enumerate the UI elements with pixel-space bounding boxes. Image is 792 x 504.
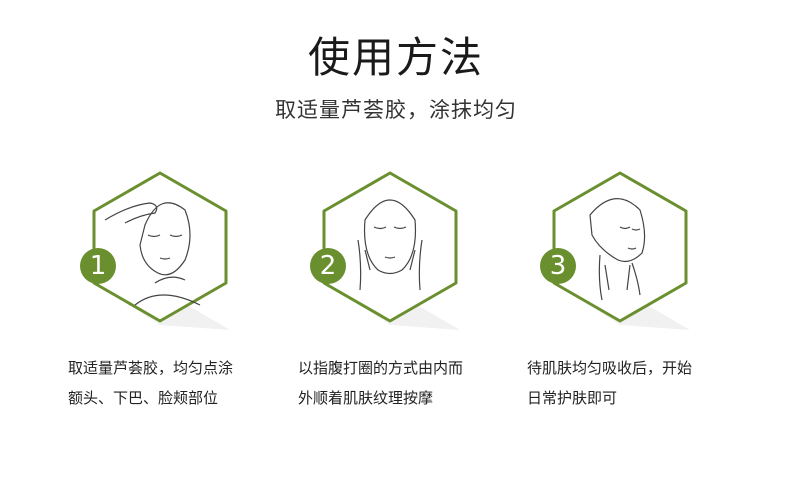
face-sketch-icon	[589, 198, 646, 301]
page-title: 使用方法	[307, 33, 484, 82]
caption-line: 日常护肤即可	[527, 389, 618, 407]
page-subtitle: 取适量芦荟胶，涂抹均匀	[275, 98, 517, 122]
face-sketch-icon	[104, 202, 201, 306]
step-3-illustration: 3	[520, 165, 720, 335]
step-3-caption: 待肌肤均匀吸收后，开始 日常护肤即可	[527, 353, 692, 413]
caption-line: 外顺着肌肤纹理按摩	[298, 389, 434, 407]
caption-line: 待肌肤均匀吸收后，开始	[527, 359, 693, 377]
caption-line: 取适量芦荟胶，均匀点涂	[68, 359, 234, 377]
step-1-illustration: 1	[60, 165, 260, 335]
step-2-illustration: 2	[290, 165, 490, 335]
caption-line: 以指腹打圈的方式由内而	[298, 359, 464, 377]
step-number-badge: 2	[310, 248, 346, 284]
caption-line: 额头、下巴、脸颊部位	[68, 389, 219, 407]
step-number-badge: 1	[80, 248, 116, 284]
face-sketch-icon	[357, 199, 423, 291]
step-2-caption: 以指腹打圈的方式由内而 外顺着肌肤纹理按摩	[298, 353, 463, 413]
step-number-badge: 3	[540, 248, 576, 284]
step-1-caption: 取适量芦荟胶，均匀点涂 额头、下巴、脸颊部位	[68, 353, 233, 413]
